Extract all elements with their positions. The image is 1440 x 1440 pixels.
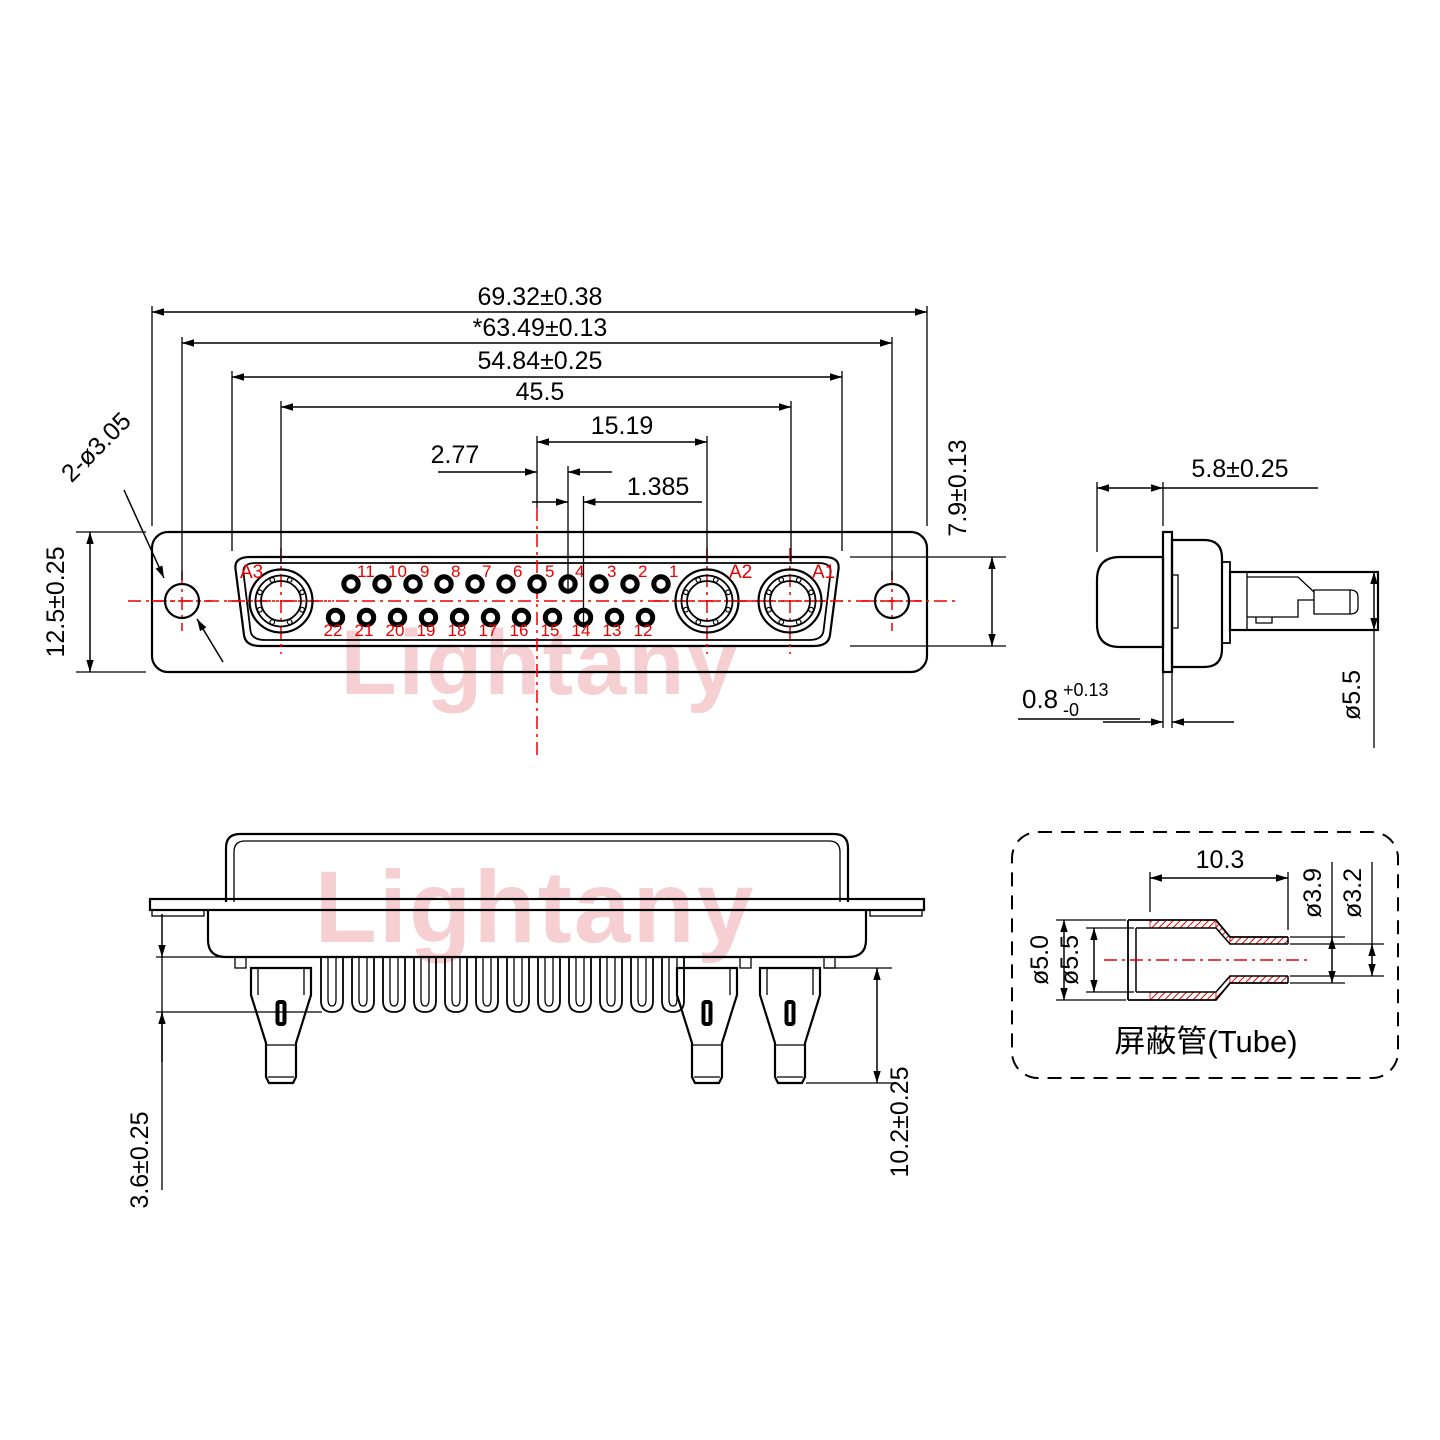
dim-pin-pitch: 2.77 bbox=[431, 441, 480, 469]
coax-crimp-tail-a1 bbox=[758, 966, 822, 1085]
coax-label-a2: A2 bbox=[729, 562, 752, 583]
dim-insert-width: 54.84±0.25 bbox=[478, 347, 603, 375]
tube-detail: 10.3 ø3.9 ø3.2 ø5.0 ø5.5 屏蔽管(Tube) bbox=[1011, 831, 1399, 1079]
dim-tube-id: ø3.2 bbox=[1339, 868, 1367, 918]
svg-text:4: 4 bbox=[575, 562, 584, 581]
pin-labels-bottom: 22 21 20 19 18 17 16 15 14 13 12 bbox=[324, 621, 653, 640]
detail-border bbox=[1011, 831, 1399, 1079]
rear-bucket-inner bbox=[233, 840, 841, 902]
dim-mating-depth: 5.8±0.25 bbox=[1191, 455, 1288, 483]
dim-coax-to-center: 15.19 bbox=[591, 412, 654, 440]
svg-text:6: 6 bbox=[513, 562, 522, 581]
pin-field-top-row bbox=[341, 574, 671, 594]
svg-text:9: 9 bbox=[420, 562, 429, 581]
dim-body-height: 12.5±0.25 bbox=[42, 546, 70, 657]
svg-text:12: 12 bbox=[634, 621, 653, 640]
watermark-front: Lightany bbox=[340, 612, 739, 714]
dim-coax-span: 45.5 bbox=[516, 378, 565, 406]
dim-flange-thickness-minus: -0 bbox=[1063, 700, 1079, 720]
shell-bucket bbox=[1170, 538, 1224, 669]
svg-text:17: 17 bbox=[479, 621, 498, 640]
svg-text:8: 8 bbox=[451, 562, 460, 581]
rear-view: 3.6±0.25 10.2±0.25 bbox=[126, 832, 926, 1209]
svg-text:15: 15 bbox=[541, 621, 560, 640]
svg-text:13: 13 bbox=[603, 621, 622, 640]
svg-text:16: 16 bbox=[510, 621, 529, 640]
pin-field-bottom-row bbox=[325, 607, 656, 628]
dim-mouth-od: ø5.0 bbox=[1026, 935, 1054, 985]
svg-text:3: 3 bbox=[607, 562, 616, 581]
watermark-rear: Lightany bbox=[315, 850, 756, 964]
svg-text:5: 5 bbox=[545, 562, 554, 581]
dim-flange-thickness: 0.8 bbox=[1022, 684, 1058, 714]
dim-mouth-id: ø5.5 bbox=[1056, 935, 1084, 985]
pin-labels-top: 11 10 9 8 7 6 5 4 3 2 1 bbox=[357, 562, 678, 581]
front-view: A3 A2 A1 11 10 9 8 7 6 5 4 3 2 bbox=[42, 283, 1006, 757]
dim-tube-od: ø3.9 bbox=[1299, 868, 1327, 918]
coax-label-a1: A1 bbox=[812, 562, 835, 583]
rear-flange-tab-right bbox=[869, 909, 923, 917]
svg-text:19: 19 bbox=[417, 621, 436, 640]
svg-text:7: 7 bbox=[482, 562, 491, 581]
coax-label-a3: A3 bbox=[240, 562, 263, 583]
dimension-lines bbox=[86, 308, 996, 672]
rear-bucket-outer bbox=[224, 832, 850, 902]
dim-row-offset: 1.385 bbox=[627, 473, 690, 501]
svg-text:11: 11 bbox=[357, 562, 375, 581]
coax-tail-detail bbox=[1246, 572, 1359, 630]
svg-text:20: 20 bbox=[386, 621, 405, 640]
extension-lines bbox=[76, 306, 1006, 673]
d-opening-outer bbox=[234, 555, 840, 648]
tube-outline bbox=[1127, 919, 1289, 1001]
dim-tail-diameter: ø5.5 bbox=[1338, 670, 1366, 720]
rear-lower-shell bbox=[206, 910, 868, 959]
flange-plate bbox=[1161, 530, 1174, 674]
coax-tail-barrel bbox=[1228, 570, 1380, 632]
svg-text:10: 10 bbox=[388, 562, 407, 581]
svg-text:14: 14 bbox=[572, 621, 591, 640]
dim-mount-hole-span: *63.49±0.13 bbox=[473, 314, 608, 342]
svg-text:1: 1 bbox=[669, 562, 678, 581]
svg-text:2: 2 bbox=[638, 562, 647, 581]
d-opening-inner bbox=[242, 562, 832, 641]
connector-body-outline bbox=[150, 530, 929, 674]
insulator-step bbox=[1171, 574, 1179, 629]
dim-overall-width: 69.32±0.38 bbox=[478, 283, 603, 311]
side-view: 5.8±0.25 ø5.5 0.8 +0.13 -0 bbox=[1018, 455, 1380, 748]
svg-text:22: 22 bbox=[324, 621, 343, 640]
dim-shrink-length: 10.3 bbox=[1196, 846, 1245, 874]
coax-crimp-tail-a3 bbox=[249, 966, 313, 1085]
dim-flange-thickness-plus: +0.13 bbox=[1063, 680, 1109, 700]
dim-mount-holes: 2-ø3.05 bbox=[56, 407, 137, 488]
signal-solder-tails bbox=[320, 956, 685, 1013]
coax-crimp-tail-a2 bbox=[675, 966, 739, 1085]
dim-insulator-standoff: 3.6±0.25 bbox=[126, 1111, 154, 1208]
rear-step-plate bbox=[1221, 561, 1231, 644]
dim-insert-height: 7.9±0.13 bbox=[944, 439, 972, 536]
svg-text:18: 18 bbox=[448, 621, 467, 640]
dim-tail-length: 10.2±0.25 bbox=[886, 1066, 914, 1177]
tube-detail-label: 屏蔽管(Tube) bbox=[1114, 1024, 1297, 1059]
svg-text:21: 21 bbox=[355, 621, 374, 640]
rear-flange-tab-left bbox=[151, 909, 205, 917]
mating-barrel bbox=[1095, 555, 1165, 649]
rear-flange-plate bbox=[148, 897, 926, 912]
